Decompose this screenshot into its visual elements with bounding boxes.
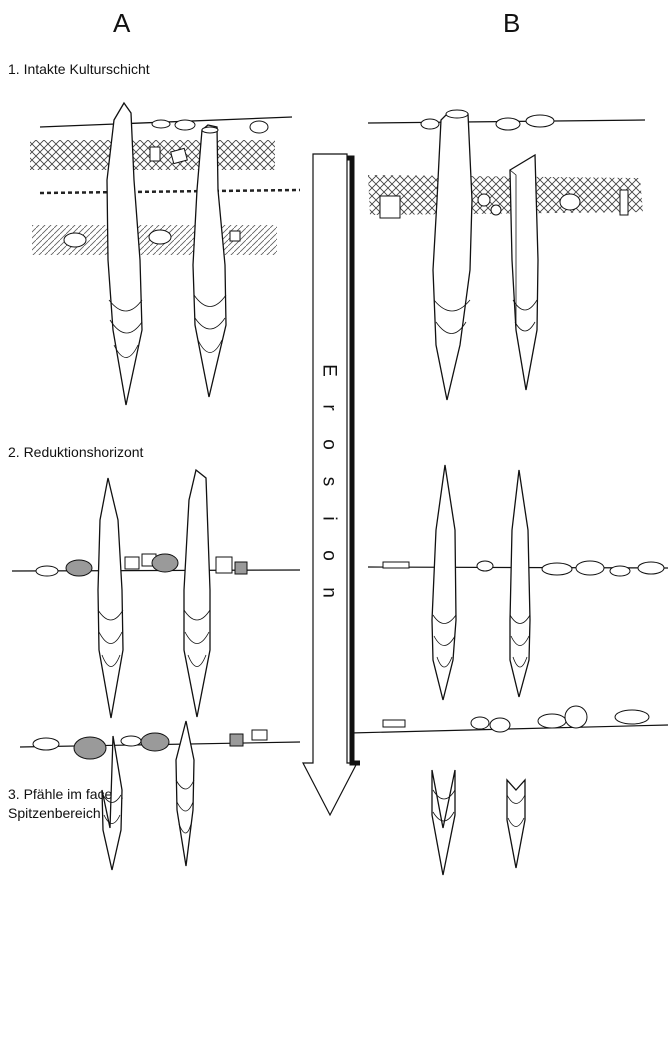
stone [490,718,510,732]
pile [507,780,525,868]
stone [66,560,92,576]
stone [496,118,520,130]
pile [432,770,455,875]
pile [432,465,456,700]
stage3-b-group [350,706,668,876]
stone [565,706,587,728]
arrow-shadow [347,158,360,763]
stage2-a-group [12,470,300,718]
find [216,557,232,573]
erosion-letter: i [311,504,348,534]
find [235,562,247,574]
stone [74,737,106,759]
find [383,562,409,568]
stone [149,230,171,244]
pile [176,721,194,866]
erosion-letter: E [311,356,348,386]
pile [184,470,210,717]
find [230,734,243,746]
erosion-letter: s [311,467,348,497]
erosion-letter: o [311,541,348,571]
pile [433,114,472,400]
stone [141,733,169,751]
pile [98,478,123,718]
stage1-a-group [30,103,300,405]
stone [542,563,572,575]
find [620,190,628,215]
stone [121,736,141,746]
find [380,196,400,218]
find [252,730,267,740]
stage3-a-group [20,721,300,880]
pile [510,155,538,390]
stone [526,115,554,127]
stone [538,714,566,728]
stone [560,194,580,210]
cultural-layer [368,175,643,215]
find [150,147,160,161]
stone [421,119,439,129]
stage2-b-group [368,465,668,700]
stone [175,120,195,130]
stone [477,561,493,571]
erosion-letter: n [311,578,348,608]
erosion-letter: o [311,430,348,460]
stone [64,233,86,247]
erosion-label: E r o s i o n [314,352,344,611]
stone [152,120,170,128]
stone [491,205,501,215]
stone [610,566,630,576]
pile [510,470,530,697]
stone [576,561,604,575]
stone [152,554,178,572]
stone [33,738,59,750]
stone [471,717,489,729]
pile [102,736,122,870]
find [383,720,405,727]
find [125,557,139,569]
stone [36,566,58,576]
find [230,231,240,241]
stone [638,562,664,574]
stone [615,710,649,724]
cultural-layer-middle [40,190,300,193]
erosion-letter: r [311,393,348,423]
stone [250,121,268,133]
stone [478,194,490,206]
stage1-b-group [368,110,645,400]
